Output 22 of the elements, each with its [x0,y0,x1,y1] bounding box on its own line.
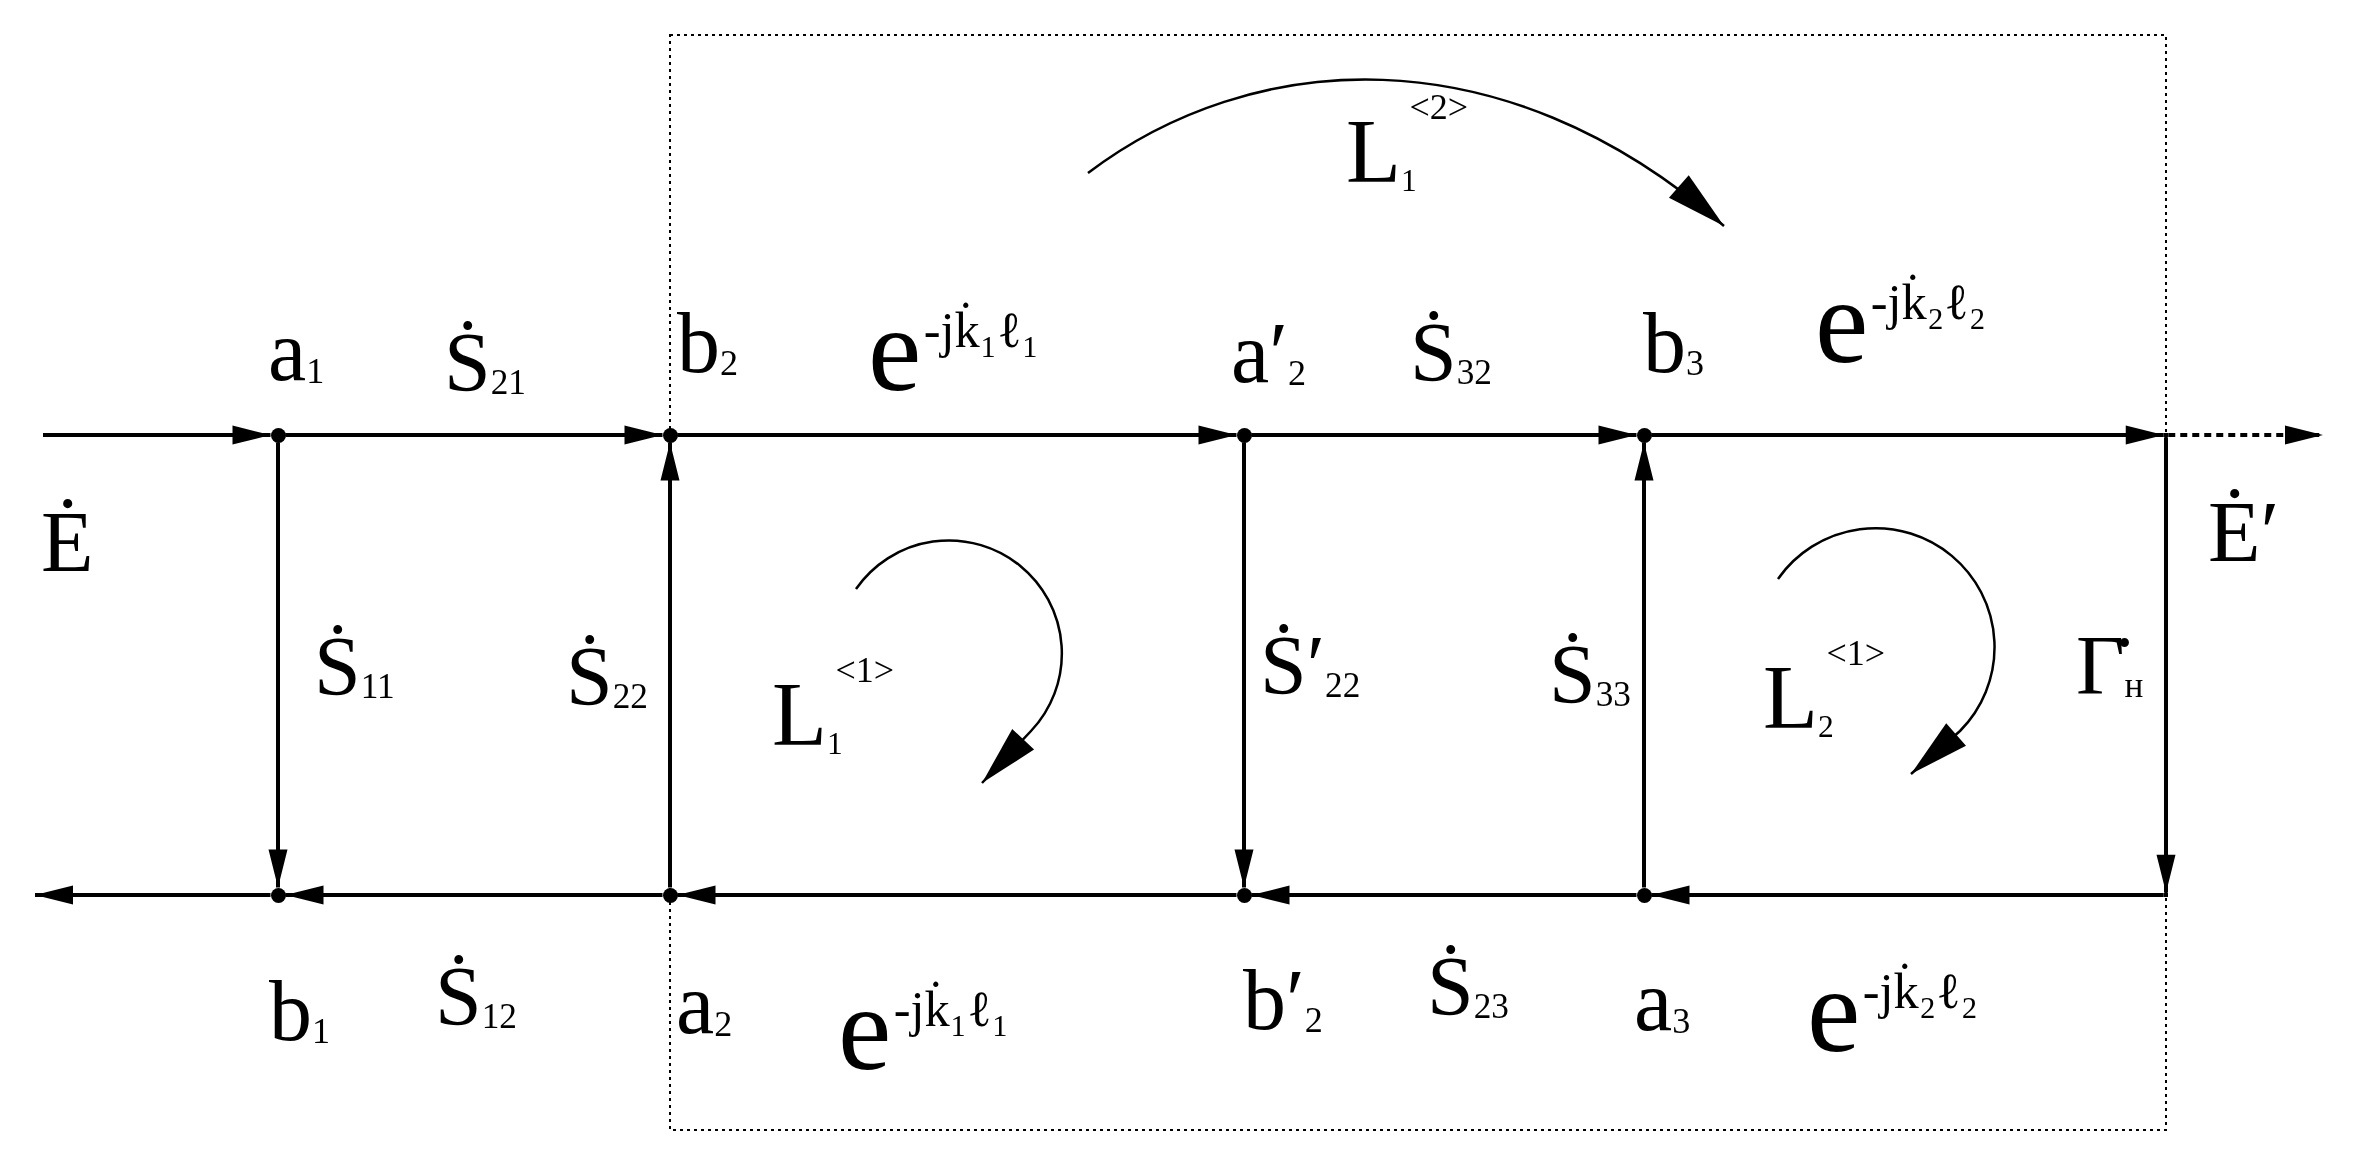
edge-label: e$^{-jk̇₁ℓ₁}$ [838,960,1010,1097]
arrow [1651,425,2164,445]
arrow [43,425,271,445]
arrow [2156,437,2176,893]
signal-label: Ė′ [2208,483,2280,583]
arrow [677,425,1237,445]
signal-label: Ė [41,493,94,593]
edge-label: e$^{-jk̇₂ℓ₂}$ [1815,253,1987,390]
arrow [1634,442,1654,888]
arrow [35,885,271,905]
arrow [1251,425,1637,445]
edge-label: e$^{-jk̇₂ℓ₂}$ [1807,942,1979,1079]
arrow [660,442,680,888]
arrow [1651,885,2164,905]
arrow [1234,442,1254,888]
edge-label: e$^{-jk̇₁ℓ₁}$ [868,281,1040,418]
arrow [1251,885,1637,905]
arrow [285,425,663,445]
arrow [2168,425,2323,445]
arrow [285,885,663,905]
arrow [268,442,288,888]
arrow [677,885,1237,905]
